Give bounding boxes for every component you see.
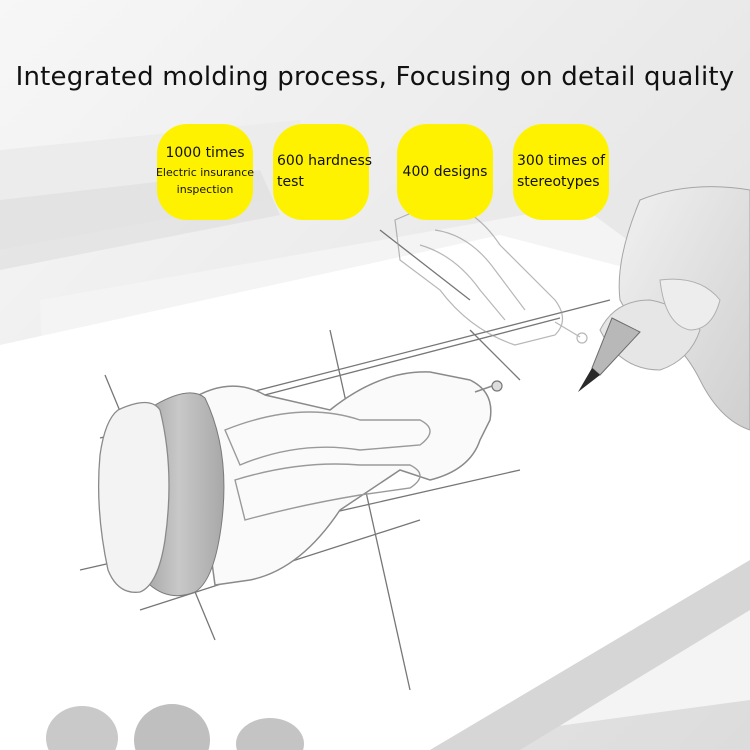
charger-sketch-main — [97, 371, 503, 597]
badge-label: Electric insurance — [155, 165, 255, 179]
badge-label: test — [277, 174, 304, 190]
badge-label: inspection — [176, 182, 234, 196]
paper-shadow — [430, 560, 750, 750]
badge-designs: 400 designs — [397, 124, 493, 220]
fingers — [46, 704, 304, 750]
hand-with-pencil — [578, 186, 750, 431]
badge-label: 600 hardness — [277, 153, 373, 169]
badge-label: 1000 times — [165, 144, 245, 161]
badge-label: stereotypes — [517, 174, 600, 190]
badge-stereotypes: 300 times of stereotypes — [513, 124, 609, 220]
badge-electric-inspection: 1000 times Electric insurance inspection — [155, 124, 255, 220]
badge-label: 400 designs — [402, 163, 488, 180]
badge-hardness-test: 600 hardness test — [273, 124, 373, 220]
headline: Integrated molding process, Focusing on … — [15, 62, 735, 92]
badge-label: 300 times of — [517, 153, 606, 169]
